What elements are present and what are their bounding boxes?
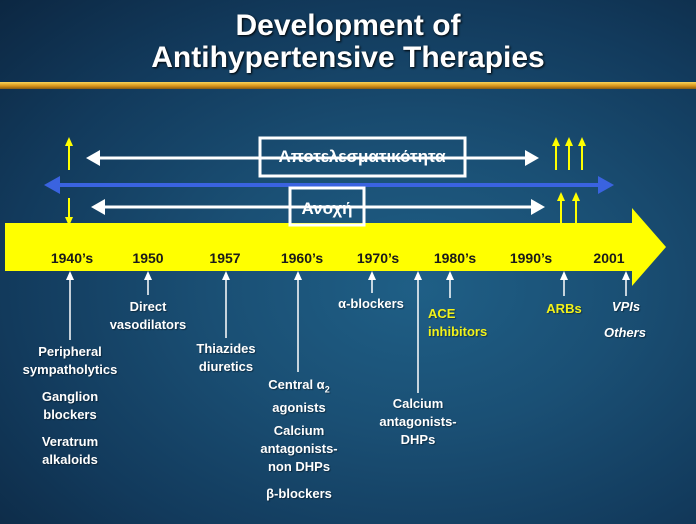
tolerability-arrow (91, 199, 545, 215)
label-ganglion-blockers: Ganglion blockers (41, 389, 99, 422)
title-line-1: Development of (235, 9, 461, 42)
efficacy-label: Αποτελεσματικότητα (278, 147, 446, 166)
label-calcium-non-dhps: Calcium antagonists- non DHPs (260, 423, 338, 474)
yellow-down-arrow (65, 198, 73, 226)
year-1950: 1950 (132, 250, 164, 266)
year-1990s: 1990’s (509, 250, 553, 266)
label-thiazides-diuretics: Thiazides diuretics (196, 341, 256, 374)
label-beta-blockers: β-blockers (266, 486, 332, 501)
pointer-arrows (66, 271, 630, 393)
year-2001: 2001 (593, 250, 625, 266)
year-1957: 1957 (209, 250, 241, 266)
label-direct-vasodilators: Direct vasodilators (109, 299, 187, 332)
blue-double-arrow (44, 176, 614, 194)
year-1970s: 1970’s (356, 250, 400, 266)
label-others: Others (604, 325, 646, 340)
title-line-2: Antihypertensive Therapies (151, 41, 545, 74)
efficacy-arrow (86, 150, 539, 166)
label-veratrum-alkaloids: Veratrum alkaloids (41, 434, 99, 467)
yellow-up-arrows (65, 137, 586, 224)
label-alpha-blockers: α-blockers (338, 296, 404, 311)
label-calcium-dhps: Calcium antagonists- DHPs (379, 396, 457, 447)
efficacy-box (258, 136, 467, 178)
timeline-arrow (5, 208, 666, 286)
year-1960s: 1960’s (280, 250, 324, 266)
label-ace-inhibitors: ACE inhibitors (428, 306, 488, 339)
label-peripheral-sympatholytics: Peripheral sympatholytics (22, 344, 118, 377)
tolerability-box (288, 186, 366, 227)
year-1980s: 1980’s (433, 250, 477, 266)
label-vpis: VPIs (611, 299, 641, 314)
tolerability-label: Ανοχή (301, 199, 353, 218)
title-divider (0, 82, 696, 89)
label-arbs: ARBs (546, 301, 582, 316)
year-1940s: 1940’s (50, 250, 94, 266)
label-central-a2-agonists: Central α2 agonists (268, 377, 330, 415)
